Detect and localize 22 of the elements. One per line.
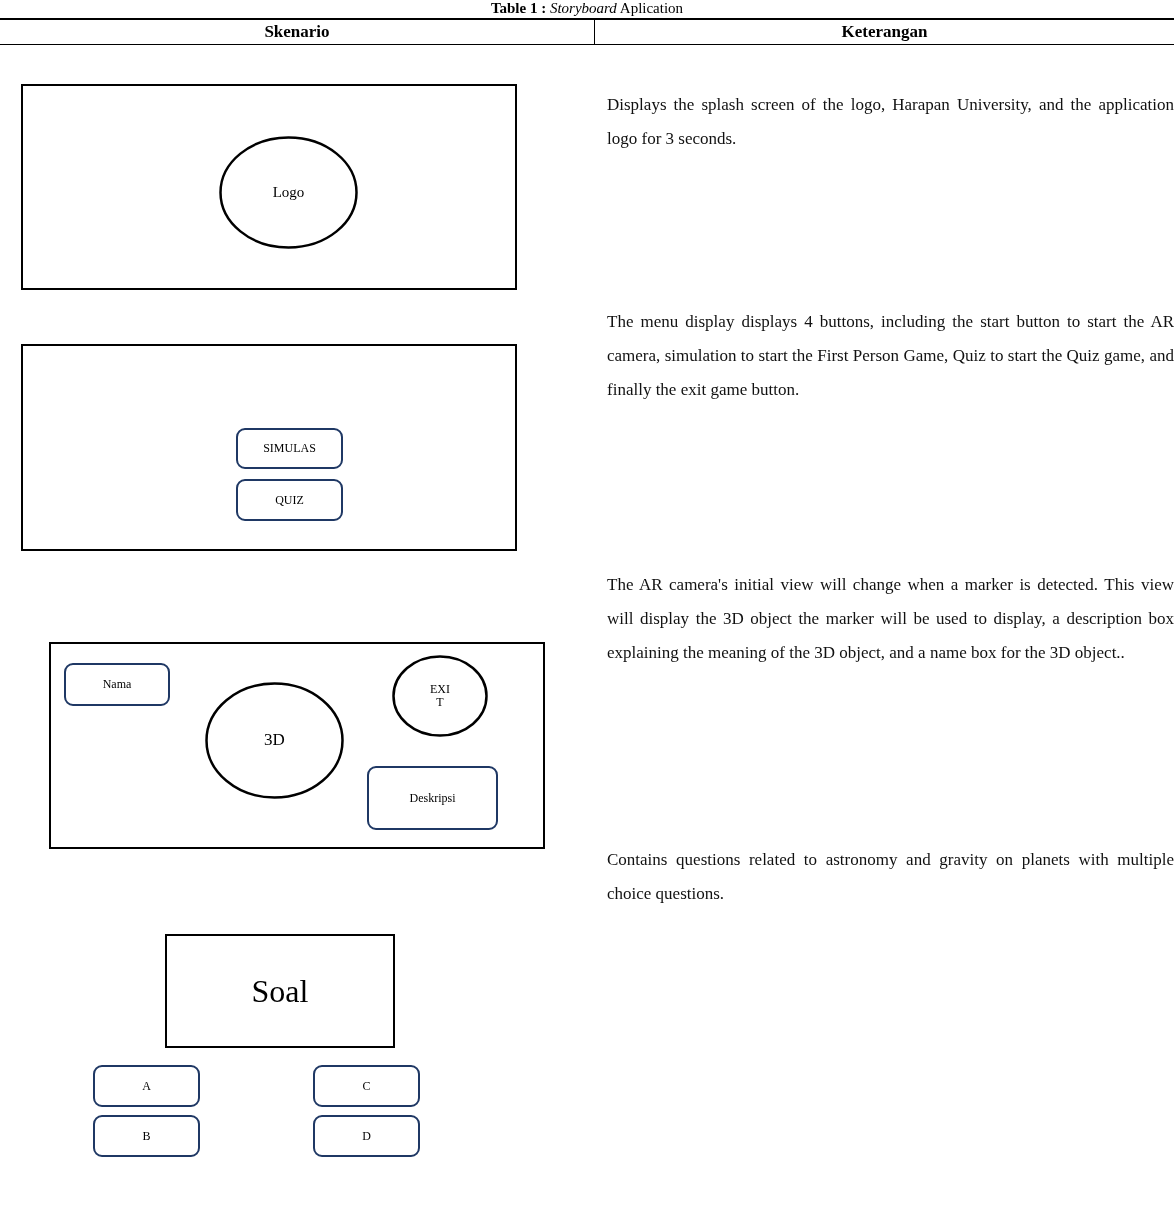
question-box: Soal — [165, 934, 395, 1048]
name-box: Nama — [64, 663, 170, 706]
description-text: The menu display displays 4 buttons, including the start button to start the AR camera, simulation to start the First Person Game, Quiz to start the Quiz game, and finally the exit game button. — [607, 311, 1174, 401]
column-header: Skenario — [263, 21, 331, 43]
table-title: Table 1 : Storyboard Aplication — [489, 0, 685, 17]
placeholder-label: Logo — [272, 184, 305, 201]
placeholder-label: EXI T — [429, 682, 451, 710]
description-text: The AR camera's initial view will change when a marker is detected. This view will display the 3D object the marker will be used to display, a description box explaining the meaning of the 3D object, and a name box for the 3D object.. — [607, 574, 1174, 664]
screen-frame — [21, 344, 517, 551]
answer-button: C — [313, 1065, 420, 1107]
answer-button: A — [93, 1065, 200, 1107]
placeholder-label: 3D — [264, 731, 285, 750]
answer-button: B — [93, 1115, 200, 1157]
description-text: Displays the splash screen of the logo, Harapan University, and the application logo for 3 seconds. — [607, 94, 1174, 150]
menu-button: SIMULAS — [236, 428, 343, 469]
answer-button: D — [313, 1115, 420, 1157]
screen-frame — [49, 642, 545, 849]
menu-button: QUIZ — [236, 479, 343, 521]
screen-frame — [21, 84, 517, 290]
description-text: Contains questions related to astronomy and gravity on planets with multiple choice questions. — [607, 849, 1174, 905]
column-header: Keterangan — [840, 21, 929, 43]
description-box: Deskripsi — [367, 766, 498, 830]
